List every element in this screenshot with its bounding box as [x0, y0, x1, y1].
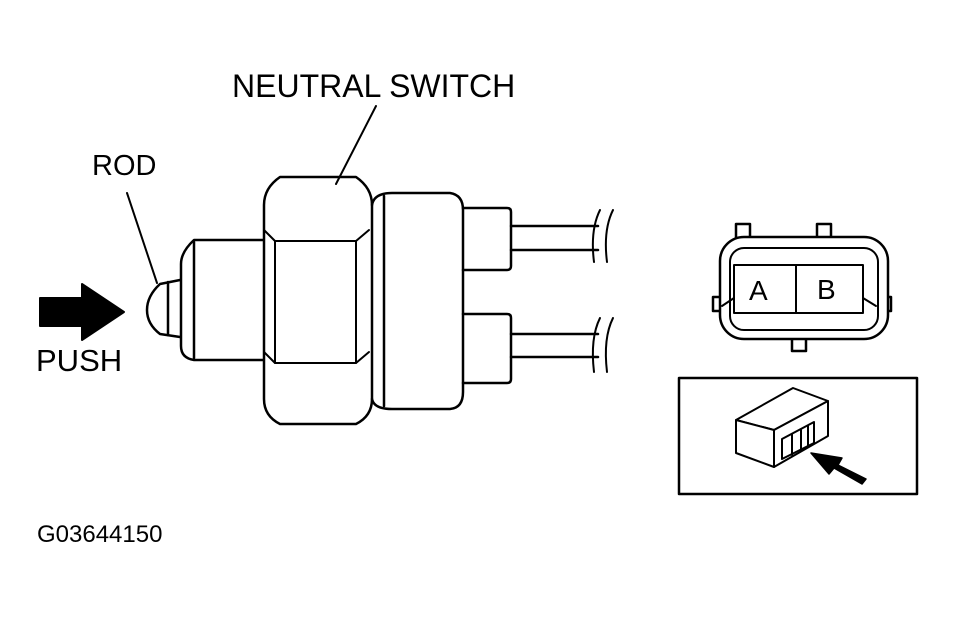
rod-leader-line: [126, 192, 158, 284]
threaded-shaft: [179, 238, 265, 362]
terminal-lower: [461, 312, 614, 385]
terminal-upper: [461, 206, 614, 272]
connector-3d: [735, 387, 829, 468]
switch-title: NEUTRAL SWITCH: [232, 68, 516, 104]
pin-a-label: A: [749, 275, 768, 306]
rod-label: ROD: [92, 150, 157, 182]
connector-view-frame: [677, 376, 919, 496]
switch-leader-line: [335, 105, 377, 185]
switch-body: [370, 191, 465, 411]
connector-face: [711, 222, 893, 353]
hex-nut: [262, 175, 374, 426]
push-arrow-icon: [39, 283, 125, 341]
figure-code: G03644150: [37, 521, 163, 548]
push-label: PUSH: [36, 343, 123, 378]
view-arrow-icon: [810, 452, 867, 485]
rod: [145, 278, 182, 339]
pin-b-label: B: [817, 274, 836, 305]
